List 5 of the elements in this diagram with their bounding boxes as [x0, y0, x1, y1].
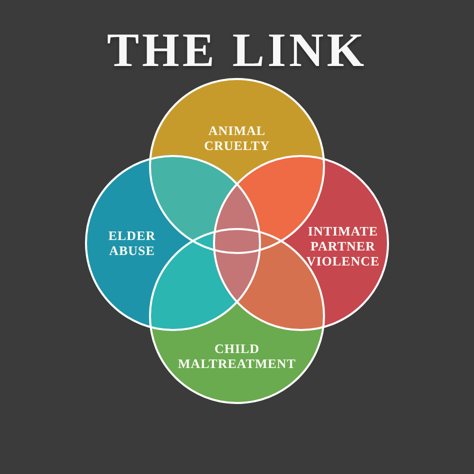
- title: THE LINK: [106, 27, 368, 75]
- circle-label: ANIMAL CRUELTY: [203, 123, 271, 153]
- circle-label: CHILD MALTREATMENT: [177, 341, 297, 371]
- circle-label: INTIMATE PARTNER VIOLENCE: [305, 224, 381, 268]
- circle-label: ELDER ABUSE: [107, 228, 157, 258]
